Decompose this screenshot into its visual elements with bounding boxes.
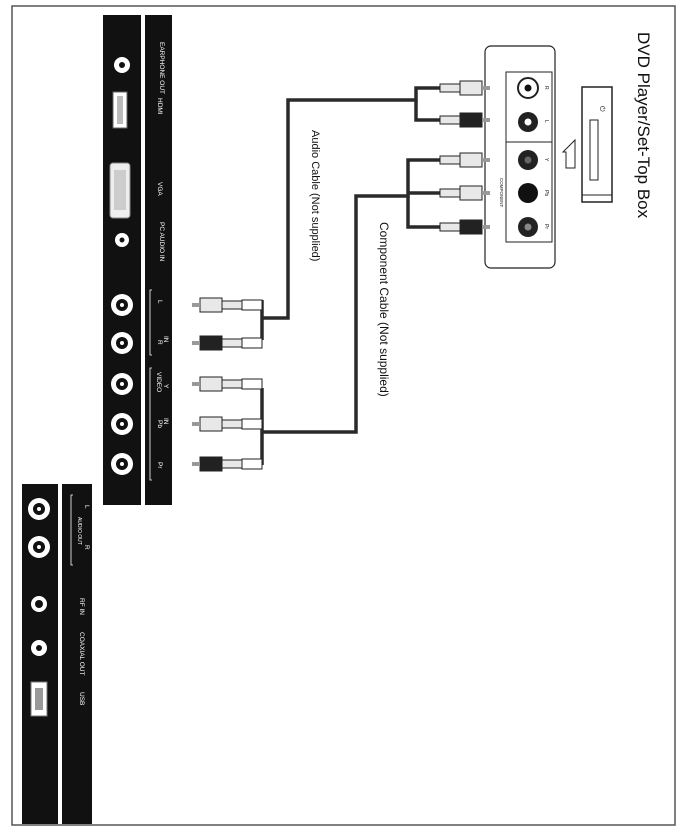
video-bracket (149, 367, 152, 481)
vga-label: VGA (156, 182, 163, 196)
dvd-disc-tray (589, 119, 599, 181)
dvd-y-label: Y (543, 158, 549, 162)
power-icon: ⏻ (598, 106, 606, 112)
plug-tv-audio-l (192, 297, 263, 313)
dvd-jack-r (517, 77, 539, 99)
dvd-l-label: L (543, 120, 549, 123)
usb-label: USB (78, 692, 85, 705)
dvd-jack-box: R L Y Pb Pr COMPONENT (484, 45, 556, 269)
title: DVD Player/Set-Top Box (634, 32, 653, 219)
plug-dvd-pr (439, 219, 490, 235)
pc-audio-label: PC AUDIO IN (158, 222, 165, 262)
tv-top-panel: EARPHONE OUT HDMI VGA PC AUDIO IN IN L R… (103, 15, 172, 505)
plug-dvd-l (439, 112, 490, 128)
component-cable (260, 158, 460, 465)
audio-cable-label: Audio Cable (Not supplied) (309, 130, 321, 261)
audio-out-bracket (70, 494, 73, 566)
video-in-label: IN (162, 418, 169, 425)
audio-out-label: AUDIO OUT (76, 517, 82, 545)
rf-in-label: RF IN (78, 598, 85, 615)
audio-l-label: L (156, 300, 163, 304)
page-frame (11, 5, 676, 826)
audio-out-jack-r (28, 536, 50, 558)
dvd-jack-pr (518, 217, 538, 237)
dvd-component-label: COMPONENT (499, 178, 504, 208)
audio-in-bracket (149, 289, 152, 356)
coaxial-out-label: COAXIAL OUT (78, 632, 85, 675)
rca-jack-audio-l (111, 294, 133, 316)
component-cable-label: Component Cable (Not supplied) (377, 222, 391, 397)
rca-jack-pr (111, 453, 133, 475)
tv-bottom-label-strip (62, 484, 92, 824)
audio-out-r-label: R (83, 545, 90, 550)
dvd-jack-y (518, 150, 538, 170)
audio-r-label: R (156, 340, 163, 345)
dvd-pb-label: Pb (543, 190, 549, 196)
plug-dvd-r (439, 80, 490, 96)
audio-out-l-label: L (83, 505, 90, 509)
pb-label: Pb (156, 420, 163, 428)
usb-port (30, 681, 48, 717)
dvd-jack-pb (518, 183, 538, 203)
rca-jack-audio-r (111, 332, 133, 354)
coaxial-out-jack (31, 640, 47, 656)
audio-in-label: IN (162, 336, 169, 343)
dvd-jack-l (518, 112, 538, 132)
tv-side-plugs (192, 297, 263, 472)
plug-tv-pb (192, 416, 263, 432)
rf-in-jack (31, 596, 47, 612)
plug-dvd-y (439, 152, 490, 168)
plug-tv-audio-r (192, 335, 263, 351)
tv-top-label-strip (145, 15, 172, 505)
dvd-side-plugs (439, 80, 490, 235)
rca-jack-pb (111, 413, 133, 435)
audio-cable (260, 86, 460, 340)
audio-out-jack-l (28, 498, 50, 520)
tv-bottom-panel: AUDIO OUT L R RF IN COAXIAL OUT USB (22, 484, 92, 824)
dvd-r-label: R (543, 86, 549, 90)
y-label: Y (162, 384, 169, 389)
plug-dvd-pb (439, 185, 490, 201)
rca-jack-y (111, 373, 133, 395)
plug-tv-y (192, 376, 263, 392)
arrow-icon (561, 138, 576, 169)
video-label: VIDEO (155, 372, 162, 392)
pr-label: Pr (156, 462, 163, 469)
earphone-label: EARPHONE OUT (158, 42, 165, 94)
hdmi-label: HDMI (156, 98, 163, 115)
dvd-pr-label: Pr (543, 224, 549, 229)
dvd-player: ⏻ (581, 86, 613, 203)
plug-tv-pr (192, 456, 263, 472)
